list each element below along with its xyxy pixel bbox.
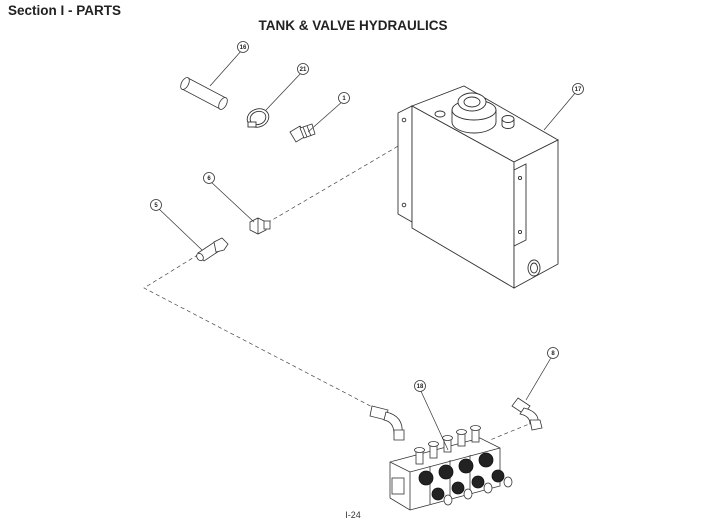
page-title: TANK & VALVE HYDRAULICS [258,18,448,33]
callouts: 16 21 1 17 6 5 8 18 [150,41,584,392]
valve-spool-caps [443,476,513,506]
part-6-adapter [249,217,271,235]
callout-8: 8 [547,347,559,359]
svg-text:21: 21 [300,67,307,73]
callout-17: 17 [572,83,584,95]
page-number: I-24 [345,510,361,520]
svg-text:18: 18 [417,384,424,390]
svg-text:8: 8 [551,351,555,357]
line-fitting8-to-valve [489,421,535,441]
svg-text:17: 17 [575,87,582,93]
callout-18: 18 [414,380,426,392]
part-18-control-valve [389,425,513,511]
leader-lines [157,49,577,451]
valve-top-ports [414,425,481,465]
callout-5: 5 [150,199,162,211]
svg-text:6: 6 [207,176,211,182]
part-5-nipple [196,237,229,262]
callout-16: 16 [237,41,249,53]
callout-1: 1 [338,92,350,104]
callout-6: 6 [203,172,215,184]
svg-text:1: 1 [342,96,346,102]
part-1-fitting [289,123,316,143]
svg-text:5: 5 [154,203,158,209]
svg-text:16: 16 [240,45,247,51]
section-title: Section I - PARTS [8,3,122,18]
part-16-tube-sleeve [180,77,228,110]
valve-spool-ends [418,452,505,501]
part-21-hose-clamp [246,108,270,128]
line-fitting5-to-valve [143,239,383,413]
part-8-elbow [511,397,543,431]
hose-end-fitting [369,405,405,441]
part-17-hydraulic-tank [397,85,559,289]
callout-21: 21 [297,63,309,75]
